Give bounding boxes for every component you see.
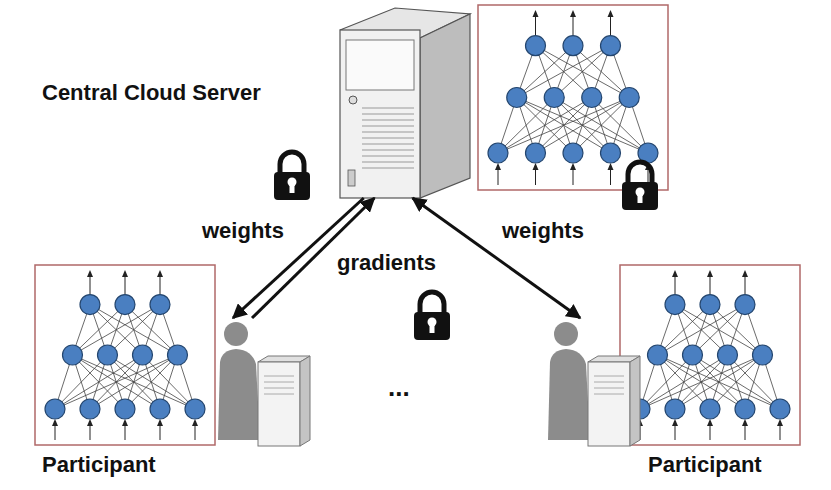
vent-line bbox=[362, 126, 414, 127]
participant-icon bbox=[218, 322, 310, 446]
vent-line bbox=[362, 120, 414, 121]
server-tower bbox=[340, 8, 470, 198]
vent-line bbox=[362, 150, 414, 151]
edge-label: gradients bbox=[335, 250, 438, 275]
participant-node: Participant bbox=[544, 318, 639, 444]
node-heading: Central Cloud Server bbox=[42, 80, 261, 105]
edge-label: weights bbox=[200, 218, 286, 243]
padlock-icon bbox=[414, 292, 450, 340]
vent-line bbox=[362, 132, 414, 133]
vent-line bbox=[362, 162, 414, 163]
padlock-icon bbox=[622, 162, 658, 210]
neural-network bbox=[478, 5, 668, 190]
participant-icon bbox=[548, 322, 640, 446]
vent-line bbox=[362, 138, 414, 139]
vent-line bbox=[362, 144, 414, 145]
vent-line bbox=[362, 108, 414, 109]
participant-node: Participant bbox=[214, 318, 309, 444]
edge-label: weights bbox=[500, 218, 586, 243]
node-heading: Participant bbox=[648, 452, 762, 477]
ellipsis-label: ... bbox=[388, 372, 410, 403]
vent-line bbox=[362, 156, 414, 157]
neural-network bbox=[35, 265, 215, 445]
node-heading: Participant bbox=[42, 452, 156, 477]
server-node: Central Cloud Server bbox=[340, 8, 472, 198]
padlock-icon bbox=[274, 152, 310, 200]
neural-network bbox=[620, 265, 800, 445]
vent-line bbox=[362, 114, 414, 115]
vent-line bbox=[362, 168, 414, 169]
